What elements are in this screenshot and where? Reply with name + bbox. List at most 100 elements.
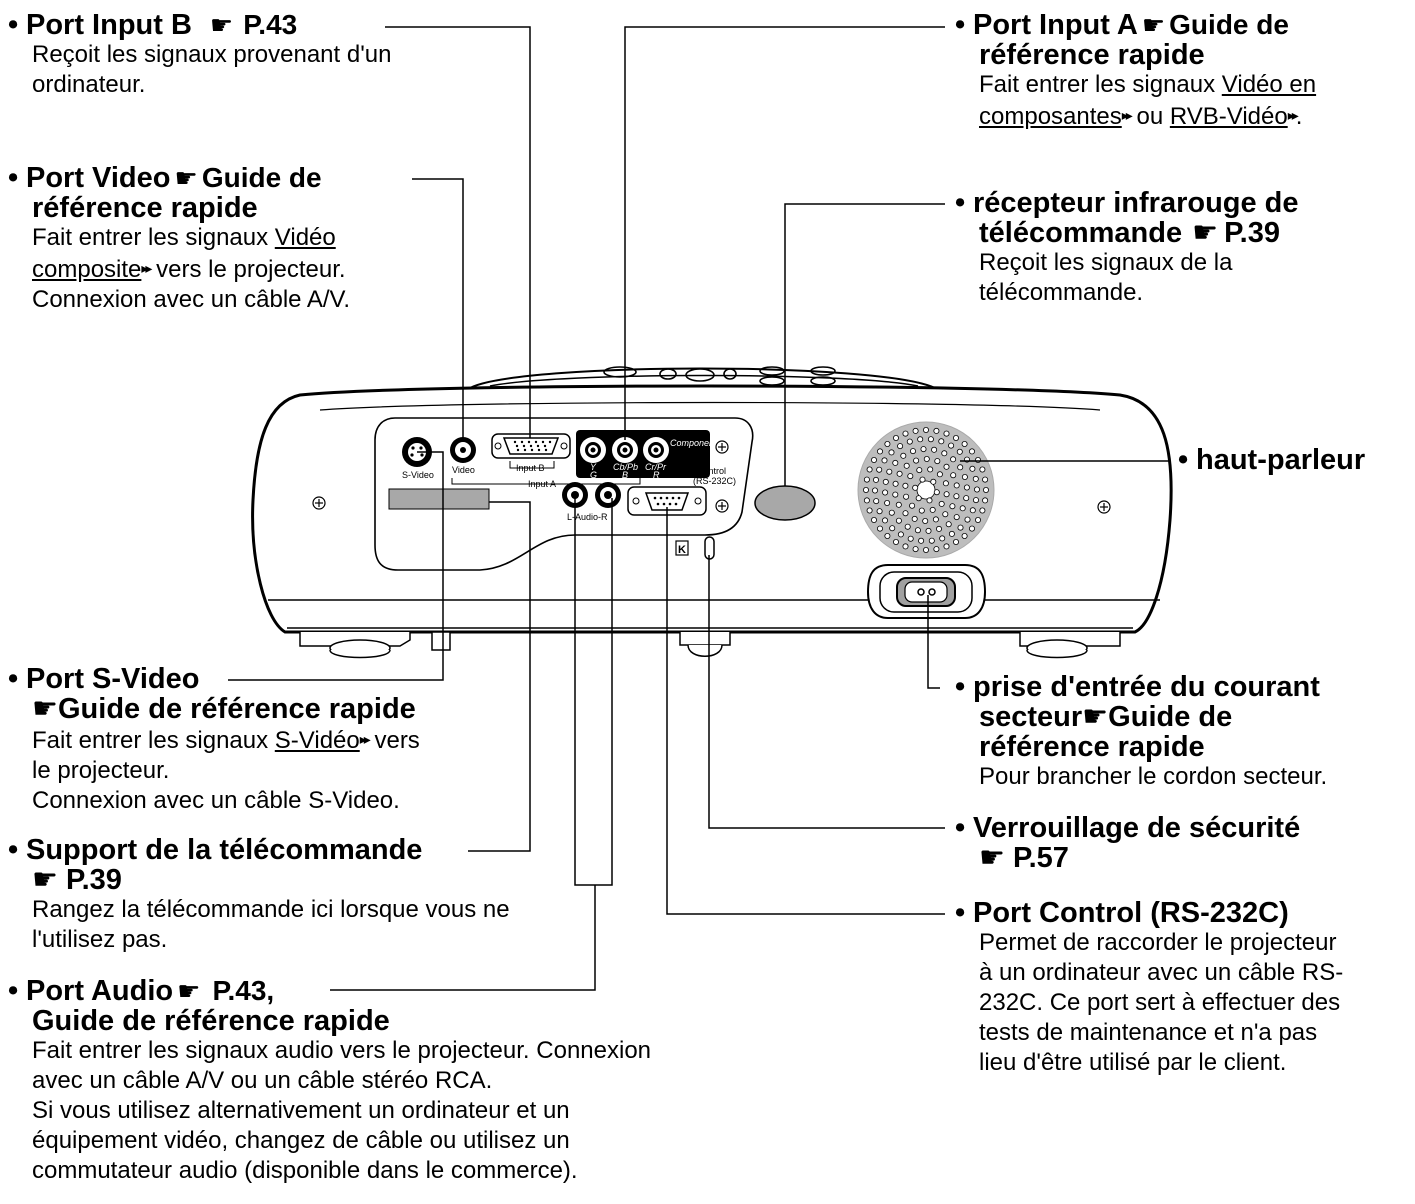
speaker-hole <box>881 457 888 464</box>
audio-ref[interactable]: P.43, <box>212 975 275 1006</box>
projector-feet <box>299 631 1121 659</box>
speaker-hole <box>974 486 981 493</box>
speaker-hole <box>871 517 878 524</box>
speaker-hole <box>888 449 895 456</box>
power-title-3[interactable]: référence rapide <box>979 731 1205 763</box>
leader-input-b <box>385 26 531 438</box>
glossary-marker-icon: ▸▸ <box>359 731 371 747</box>
speaker-hole <box>928 537 935 544</box>
speaker-hole <box>930 478 937 485</box>
speaker-hole <box>923 547 930 554</box>
component-cb-port <box>612 437 638 463</box>
control-desc-2: à un ordinateur avec un câble RS- <box>979 959 1344 986</box>
component-cr-port <box>643 437 669 463</box>
link-video[interactable]: Vidéo <box>274 224 336 251</box>
input-b-panel-label: Input B <box>516 463 545 473</box>
leader-audio-bracket <box>574 498 613 886</box>
speaker-hole <box>917 436 924 443</box>
speaker-hole <box>902 510 909 517</box>
speaker-hole <box>863 486 870 493</box>
speaker-hole <box>961 473 968 480</box>
speaker-hole <box>949 503 956 510</box>
link-video-en[interactable]: Vidéo en <box>1221 71 1317 98</box>
speaker-hole <box>950 456 957 463</box>
ir-receiver <box>754 485 816 521</box>
audio-desc-1: Fait entrer les signaux audio vers le pr… <box>32 1037 652 1064</box>
speaker-hole <box>912 484 919 491</box>
speaker-hole <box>914 527 921 534</box>
speaker-hole <box>873 476 880 483</box>
input-b-port <box>491 433 571 459</box>
input-a-ref[interactable]: Guide de <box>1169 9 1289 40</box>
callout-remote-holder: •Support de la télécommande ☛P.39 Rangez… <box>8 834 510 953</box>
input-a-title: Port Input A <box>973 9 1138 41</box>
screw-left <box>312 496 326 510</box>
speaker-hole <box>882 478 889 485</box>
speaker-hole <box>975 456 982 463</box>
s-video-desc-2: le projecteur. <box>32 757 170 784</box>
speaker-hole <box>913 457 920 464</box>
speaker-hole <box>897 531 904 538</box>
remote-title: Support de la télécommande <box>26 834 423 866</box>
speaker-hole <box>882 489 889 496</box>
speaker-hole <box>950 472 957 479</box>
leader-s-video <box>228 451 444 681</box>
svg-text:G: G <box>590 470 597 480</box>
remote-ref[interactable]: P.39 <box>66 864 122 896</box>
video-title-2[interactable]: référence rapide <box>32 192 258 224</box>
audio-right-port <box>595 482 621 508</box>
hand-pointer-icon: ☛ <box>1141 10 1166 40</box>
speaker-hole <box>907 473 914 480</box>
speaker-hole <box>982 497 989 504</box>
callout-audio: •Port Audio☛P.43, Guide de référence rap… <box>8 975 652 1185</box>
control-panel-label: Control <box>697 466 726 476</box>
speaker-hole <box>886 468 893 475</box>
video-ref[interactable]: Guide de <box>201 162 322 193</box>
link-rvb-video[interactable]: RVB-Vidéo <box>1169 103 1288 130</box>
speaker-hole <box>903 493 910 500</box>
audio-desc-2: avec un câble A/V ou un câble stéréo RCA… <box>32 1067 493 1094</box>
speaker-hole <box>904 523 911 530</box>
ir-ref[interactable]: P.39 <box>1224 217 1280 249</box>
speaker-hole <box>882 517 889 524</box>
input-b-desc-2: ordinateur. <box>32 71 146 98</box>
speaker-hole <box>866 507 873 514</box>
control-title: Port Control (RS-232C) <box>973 897 1289 929</box>
speaker-hole <box>943 491 950 498</box>
leader-audio <box>330 885 596 991</box>
screw-control <box>715 499 729 513</box>
speaker-hole <box>895 517 902 524</box>
speaker-hole <box>892 480 899 487</box>
link-s-video[interactable]: S-Vidéo <box>274 727 360 754</box>
speaker-hole <box>963 495 970 502</box>
speaker-hole <box>972 475 979 482</box>
speaker-hole <box>923 455 930 462</box>
leader-ir <box>784 203 945 486</box>
input-a-title-2[interactable]: référence rapide <box>979 39 1205 71</box>
speaker-hole <box>953 434 960 441</box>
security-lock: K <box>675 536 715 560</box>
power-ref[interactable]: Guide de <box>1108 701 1233 733</box>
speaker-hole <box>957 524 964 531</box>
speaker-hole <box>979 466 986 473</box>
audio-title-2[interactable]: Guide de référence rapide <box>32 1005 390 1037</box>
s-video-ref[interactable]: Guide de référence rapide <box>58 693 416 725</box>
speaker-hole <box>876 466 883 473</box>
lock-ref[interactable]: P.57 <box>1013 842 1069 874</box>
callout-s-video: •Port S-Video ☛Guide de référence rapide… <box>8 663 420 814</box>
speaker-hole <box>945 521 952 528</box>
link-composite[interactable]: composite <box>32 256 142 283</box>
leader-video <box>412 178 464 440</box>
audio-desc-5: commutateur audio (disponible dans le co… <box>32 1157 578 1184</box>
video-desc-3: Connexion avec un câble A/V. <box>32 286 351 313</box>
audio-title: Port Audio <box>26 975 174 1007</box>
video-port <box>450 437 476 463</box>
screw-component <box>715 440 729 454</box>
speaker-hole <box>863 497 870 504</box>
link-composantes[interactable]: composantes <box>979 103 1122 130</box>
speaker-hole <box>933 427 940 434</box>
svg-text:B: B <box>622 470 628 480</box>
callout-speaker: •haut-parleur <box>1178 444 1366 476</box>
input-b-ref[interactable]: P.43 <box>243 9 298 40</box>
